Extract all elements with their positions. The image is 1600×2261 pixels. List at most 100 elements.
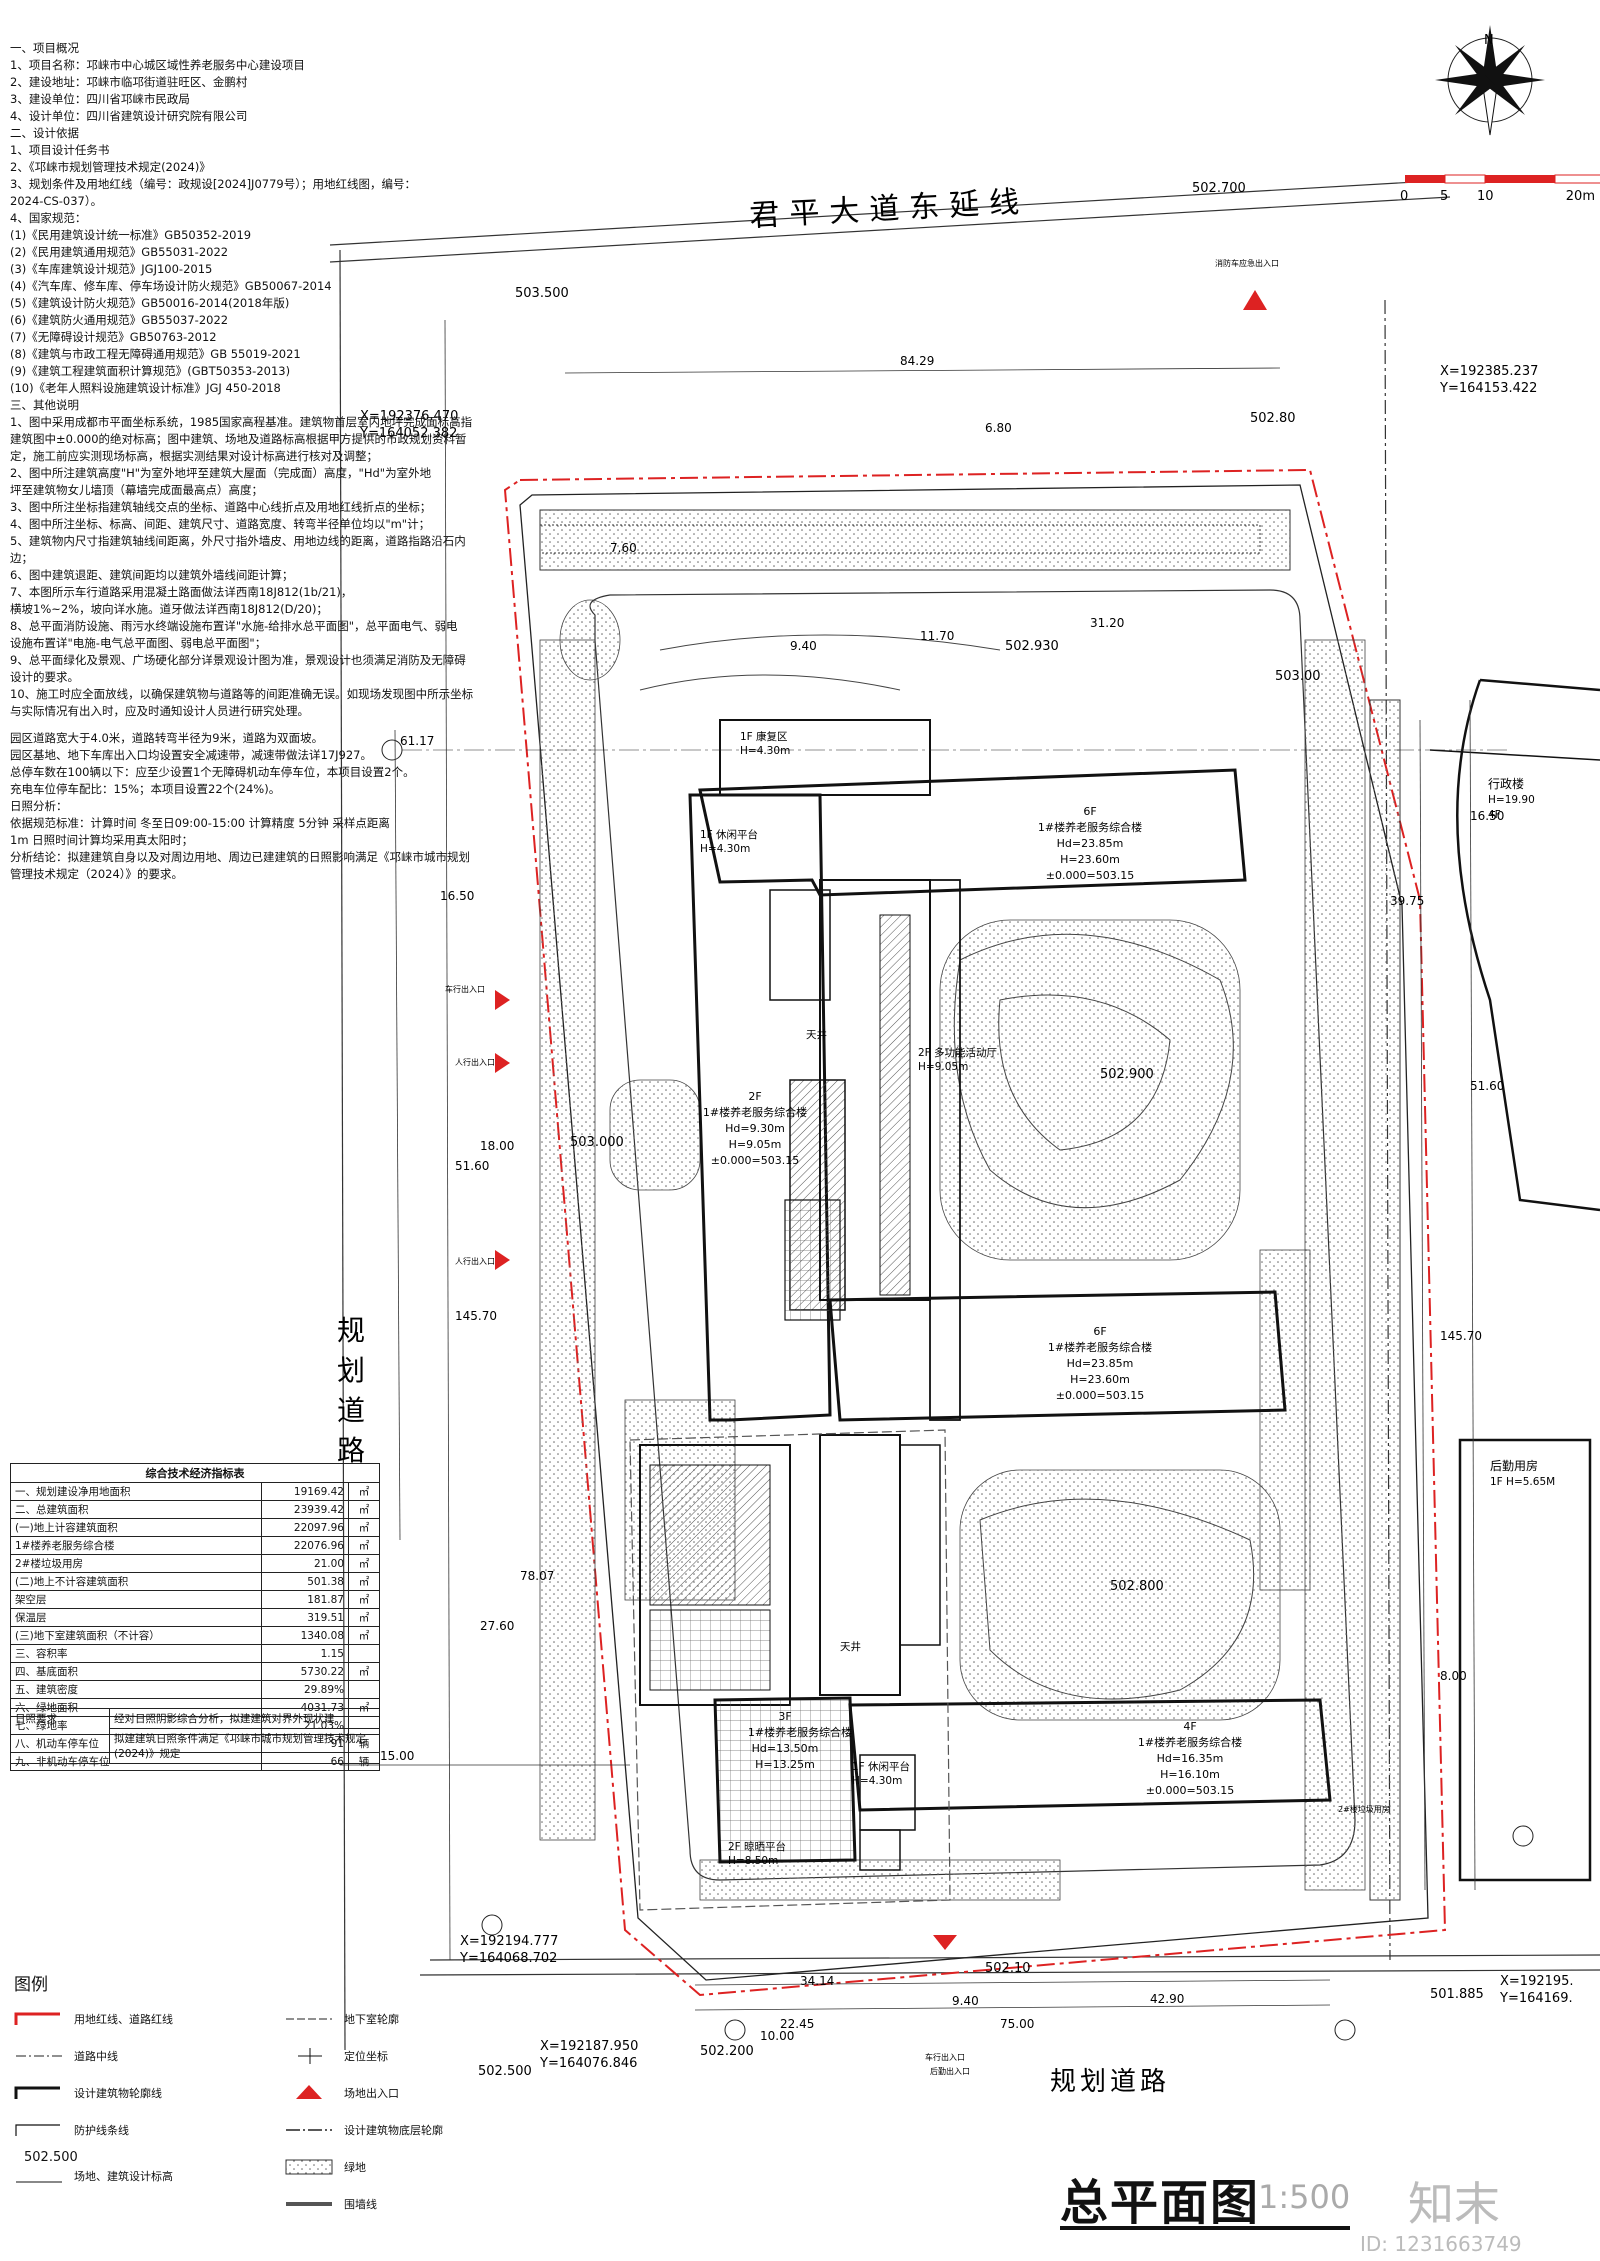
- note-line: 2、《邛崃市规划管理技术规定(2024)》: [10, 160, 211, 174]
- svg-text:7.60: 7.60: [610, 541, 637, 555]
- note-line: 3、规划条件及用地红线（编号：政规设[2024]J0779号）；用地红线图，编号…: [10, 177, 416, 191]
- svg-text:Hd=23.85m: Hd=23.85m: [1057, 837, 1124, 850]
- west-road-label: 规 划 道 路: [337, 1314, 365, 1467]
- svg-text:51.60: 51.60: [455, 1159, 489, 1173]
- svg-text:51.60: 51.60: [1470, 1079, 1504, 1093]
- kpi-label: 保温层: [10, 1608, 262, 1627]
- kpi-unit: ㎡: [348, 1572, 380, 1591]
- kpi-value: 319.51: [261, 1608, 349, 1627]
- note-line: 与实际情况有出入时，应及时通知设计人员进行研究处理。: [10, 704, 309, 718]
- scale-5: 5: [1440, 189, 1448, 204]
- svg-text:502.930: 502.930: [1005, 639, 1059, 654]
- note-line: 设施布置详"电施-电气总平面图、弱电总平面图"；: [10, 636, 267, 650]
- svg-text:道: 道: [337, 1394, 365, 1427]
- svg-text:消防车应急出入口: 消防车应急出入口: [1215, 258, 1279, 268]
- note-line: (9)《建筑工程建筑面积计算规范》(GBT50353-2013): [10, 364, 291, 378]
- note-line: 3、图中所注坐标指建筑轴线交点的坐标、道路中心线折点及用地红线折点的坐标；: [10, 500, 432, 514]
- note-line: 分析结论：拟建建筑自身以及对周边用地、周边已建建筑的日照影响满足《邛崃市城市规划: [10, 850, 470, 864]
- svg-text:X=192376.470: X=192376.470: [360, 409, 458, 424]
- note-line: [10, 720, 530, 730]
- svg-text:1#楼养老服务综合楼: 1#楼养老服务综合楼: [1138, 1735, 1242, 1749]
- svg-text:6F: 6F: [1093, 1325, 1106, 1338]
- note-line: 1、图中采用成都市平面坐标系统，1985国家高程基准。建筑物首层室内地坪完成面标…: [10, 415, 473, 429]
- svg-text:502.900: 502.900: [1100, 1067, 1154, 1082]
- neighbor-buildings: [1429, 678, 1600, 1882]
- svg-text:503.500: 503.500: [515, 286, 569, 301]
- kpi-label: 架空层: [10, 1590, 262, 1609]
- kpi-label: (二)地上不计容建筑面积: [10, 1572, 262, 1591]
- note-line: 定，施工前应实测现场标高，根据实测结果对设计标高进行核对及调整；: [10, 449, 378, 463]
- note-line: 横坡1%~2%，坡向详水施。道牙做法详西南18J812(D/20)；: [10, 602, 328, 616]
- note-line: 建筑图中±0.000的绝对标高；图中建筑、场地及道路标高根据甲方提供的市政规划资…: [10, 432, 467, 446]
- svg-text:78.07: 78.07: [520, 1569, 554, 1583]
- north-compass: [1435, 25, 1545, 136]
- kpi-unit: [348, 1644, 380, 1663]
- legend-setback-line: 防护线条线: [14, 2119, 129, 2141]
- legend-title: 图例: [14, 1975, 48, 1995]
- note-line: 坪至建筑物女儿墙顶（幕墙完成面最高点）高度；: [10, 483, 263, 497]
- svg-text:1#楼养老服务综合楼: 1#楼养老服务综合楼: [703, 1105, 807, 1119]
- kpi-unit: ㎡: [348, 1554, 380, 1573]
- north-green-strip: [539, 509, 1291, 571]
- setback-symbol: [15, 2124, 60, 2136]
- kpi-value: 19169.42: [261, 1482, 349, 1501]
- kpi-label: 四、基底面积: [10, 1662, 262, 1681]
- elevation-labels: 503.500 502.700 502.80 502.930 503.00 50…: [478, 181, 1484, 2079]
- svg-text:145.70: 145.70: [1440, 1329, 1482, 1343]
- note-line: (2)《民用建筑通用规范》GB55031-2022: [10, 245, 229, 259]
- svg-text:±0.000=503.15: ±0.000=503.15: [1056, 1389, 1144, 1402]
- svg-text:规: 规: [337, 1314, 365, 1347]
- svg-text:2F 多功能活动厅: 2F 多功能活动厅: [918, 1046, 997, 1059]
- entrance-triangle-icon: [296, 2085, 322, 2099]
- centerline-symbol: [16, 2055, 62, 2057]
- svg-text:行政楼: 行政楼: [1488, 776, 1524, 791]
- svg-text:8.00: 8.00: [1440, 1669, 1467, 1683]
- svg-text:11.70: 11.70: [920, 629, 954, 643]
- svg-text:人行出入口: 人行出入口: [455, 1256, 495, 1266]
- note-line: 4、设计单位：四川省建筑设计研究院有限公司: [10, 109, 248, 123]
- scale-0: 0: [1400, 189, 1408, 204]
- svg-text:Y=164076.846: Y=164076.846: [539, 2056, 637, 2071]
- drawing-title: 总平面图: [1060, 2175, 1261, 2231]
- south-road-label: 规划道路: [1050, 2067, 1170, 2097]
- entrance-markers: [495, 290, 1267, 1950]
- kpi-label: (一)地上计容建筑面积: [10, 1518, 262, 1537]
- svg-text:划: 划: [337, 1354, 365, 1387]
- svg-text:22.45: 22.45: [780, 2017, 814, 2031]
- kpi-label: 1#楼养老服务综合楼: [10, 1536, 262, 1555]
- note-line: 充电车位停车配比：15%；本项目设置22个(24%)。: [10, 782, 281, 796]
- coordinate-symbol: [298, 2048, 322, 2064]
- north-parking-row: [539, 524, 1261, 554]
- svg-text:Hd=16.35m: Hd=16.35m: [1157, 1752, 1224, 1765]
- svg-text:H=4.30m: H=4.30m: [740, 745, 790, 757]
- note-line: 三、其他说明: [10, 398, 79, 412]
- scale-bar: [1405, 174, 1600, 184]
- svg-text:15.00: 15.00: [380, 1749, 414, 1763]
- svg-text:502.10: 502.10: [985, 1961, 1031, 1976]
- svg-text:H=4.30m: H=4.30m: [852, 1775, 902, 1787]
- building-labels: 6F 1#楼养老服务综合楼 Hd=23.85m H=23.60m ±0.000=…: [703, 805, 1242, 1797]
- svg-text:1F H=5.65M: 1F H=5.65M: [1490, 1476, 1555, 1488]
- legend-elevation-sample: 502.500: [24, 2150, 78, 2165]
- kpi-unit: ㎡: [348, 1518, 380, 1537]
- note-line: 1、项目设计任务书: [10, 143, 110, 157]
- note-line: (3)《车库建筑设计规范》JGJ100-2015: [10, 262, 213, 276]
- svg-text:后勤出入口: 后勤出入口: [930, 2066, 970, 2076]
- scale-20: 20m: [1566, 189, 1595, 204]
- legend-green: 绿地: [284, 2156, 366, 2178]
- note-line: 9、总平面绿化及景观、广场硬化部分详景观设计图为准，景观设计也须满足消防及无障碍: [10, 653, 466, 667]
- note-line: (5)《建筑设计防火规范》GB50016-2014(2018年版): [10, 296, 290, 310]
- kpi-unit: ㎡: [348, 1662, 380, 1681]
- kpi-unit: [348, 1680, 380, 1699]
- note-line: 日照分析：: [10, 799, 68, 813]
- svg-text:Y=164052.382: Y=164052.382: [359, 426, 457, 441]
- building-footprints: [639, 719, 1332, 1871]
- svg-text:后勤用房: 后勤用房: [1490, 1458, 1538, 1473]
- svg-text:H=9.05m: H=9.05m: [918, 1061, 968, 1073]
- svg-text:502.800: 502.800: [1110, 1579, 1164, 1594]
